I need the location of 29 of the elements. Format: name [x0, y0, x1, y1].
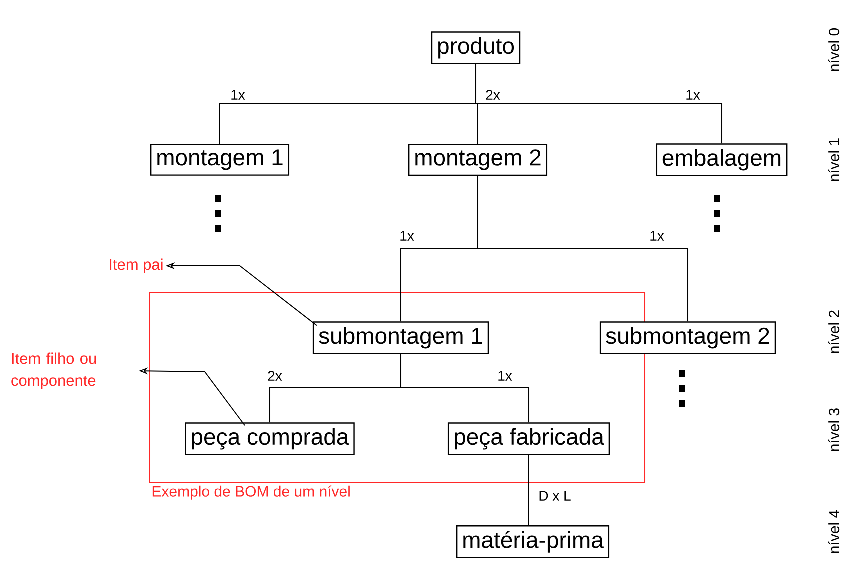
level-label: nível 3: [828, 408, 840, 452]
part-box: matéria-prima: [456, 526, 610, 558]
part-box: peça comprada: [185, 422, 355, 456]
callout-text: Item pai: [110, 258, 163, 274]
connector-line: [476, 64, 722, 144]
quantity-label: 2x: [484, 89, 502, 101]
part-box: montagem 2: [408, 144, 548, 176]
quantity-label: 1x: [496, 370, 514, 382]
connector-line: [478, 176, 688, 322]
quantity-label: 1x: [230, 89, 246, 101]
quantity-label: 1x: [648, 230, 666, 242]
connector-line: [400, 354, 530, 424]
level-label: nível 0: [828, 28, 840, 72]
quantity-label: 1x: [398, 230, 416, 242]
quantity-label: 2x: [266, 370, 284, 382]
part-box: montagem 1: [150, 144, 290, 176]
quantity-label: D x L: [538, 490, 572, 502]
quantity-label: 1x: [684, 89, 702, 101]
callout-text: Item filho ou componente: [12, 352, 96, 390]
level-label: nível 1: [828, 138, 840, 182]
part-box: submontagem 2: [600, 322, 776, 354]
node-label: Exemplo de BOM de um nível: [152, 486, 350, 500]
level-label: nível 4: [828, 510, 840, 554]
part-box: produto: [431, 32, 521, 64]
level-label: nível 2: [828, 310, 840, 354]
part-box: embalagem: [656, 144, 788, 176]
connector-line: [528, 454, 530, 526]
part-box: peça fabricada: [448, 422, 610, 456]
part-box: submontagem 1: [312, 322, 490, 354]
